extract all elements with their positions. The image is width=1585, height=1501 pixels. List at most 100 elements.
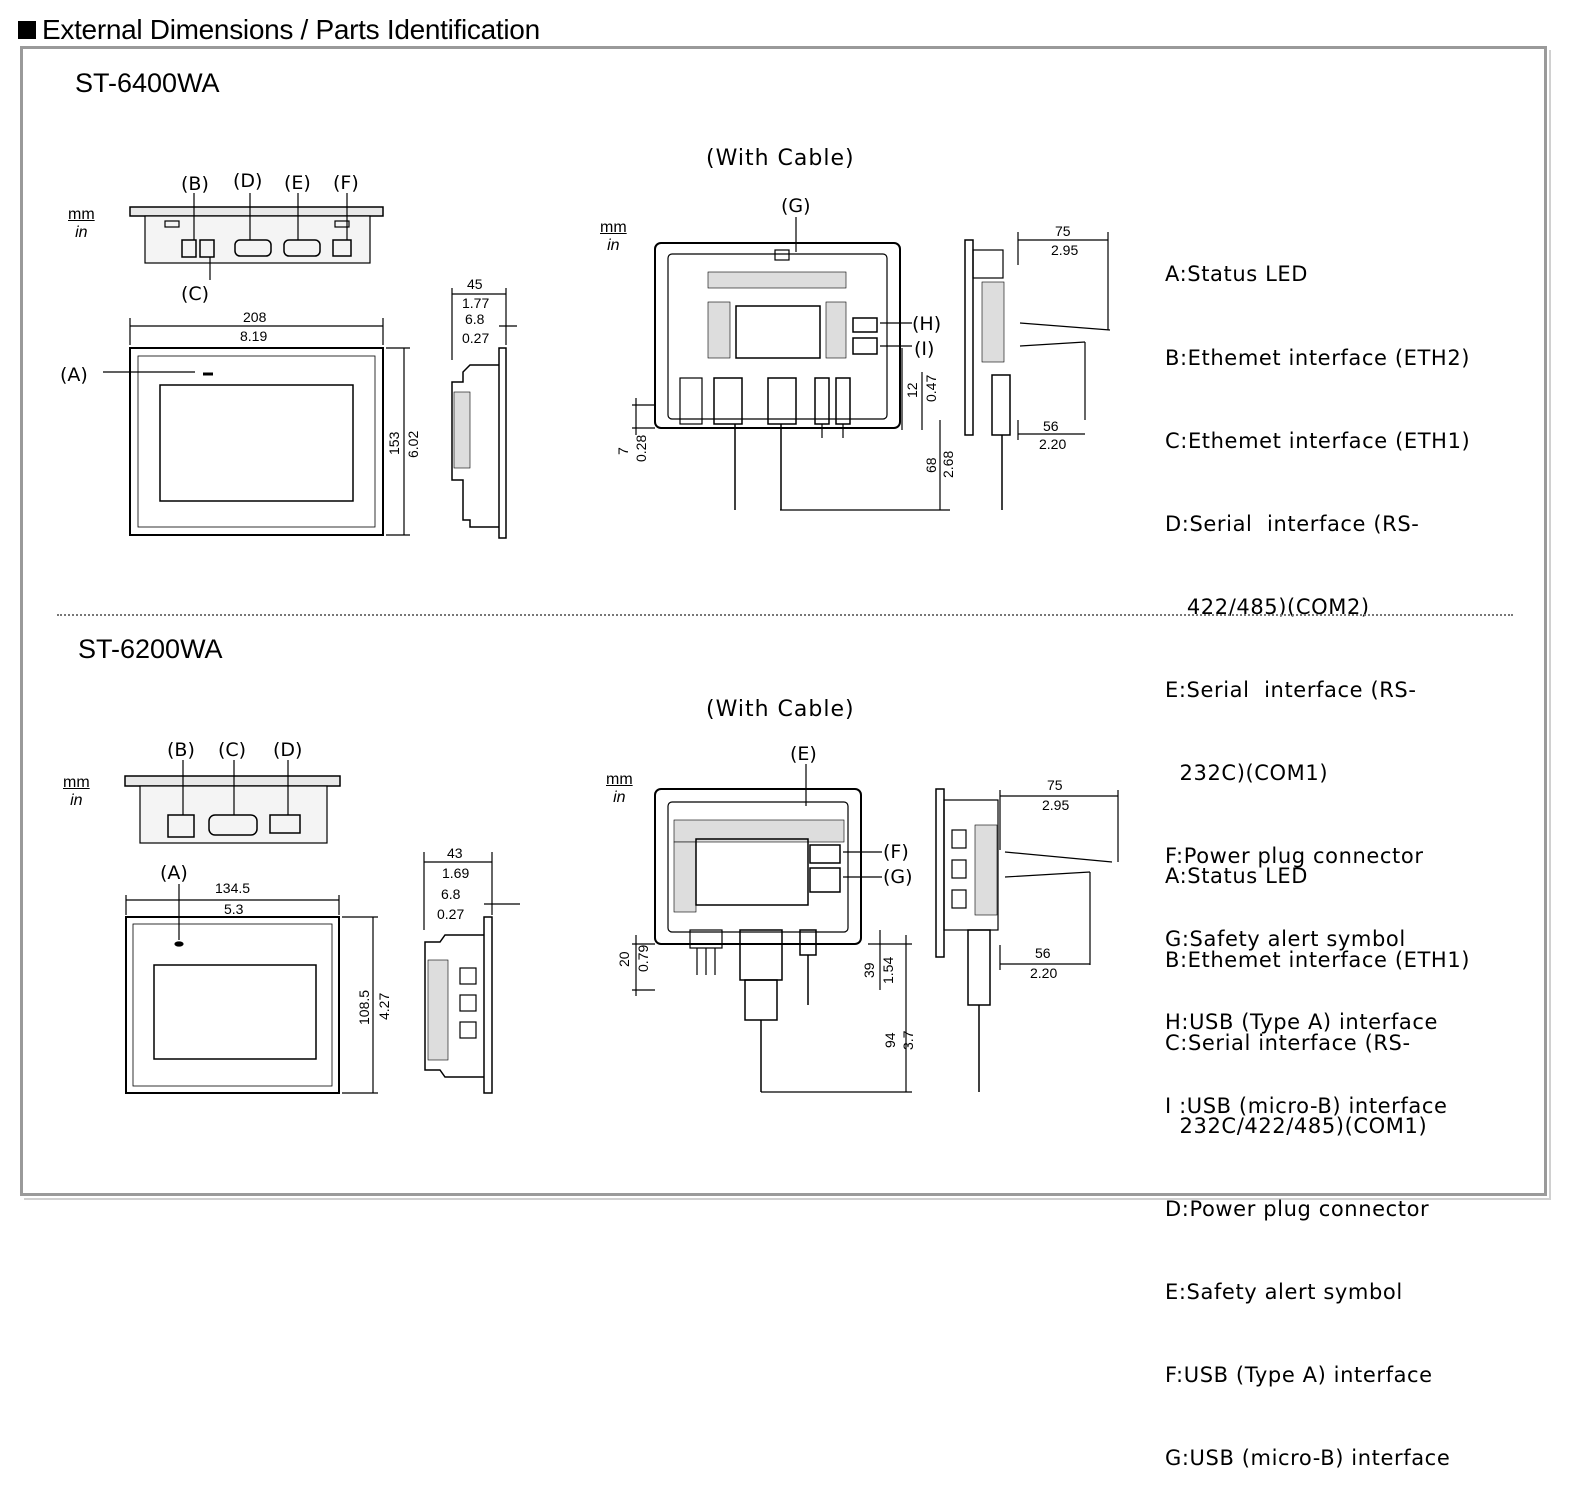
- square-bullet-icon: [18, 21, 36, 39]
- dim-conn-mm: 12: [904, 382, 920, 398]
- dim-conn-mm: 20: [616, 951, 632, 967]
- legend-item: H:USB (Type A) interface: [1165, 1010, 1439, 1035]
- dim-bezel-mm: 6.8: [441, 886, 461, 902]
- callout-e: (E): [790, 743, 817, 765]
- dim-width-mm: 208: [243, 309, 267, 325]
- st6200-rear-view: [632, 764, 912, 1093]
- dim-side-in: 2.20: [1039, 436, 1066, 452]
- unit-mm: mm: [606, 771, 633, 788]
- dim-width-in: 5.3: [224, 901, 244, 917]
- unit-mm: mm: [68, 206, 95, 223]
- callout-f: (F): [883, 841, 909, 863]
- legend-item: E:Serial interface (RS-: [1165, 677, 1417, 702]
- dim-height-in: 6.02: [405, 431, 421, 458]
- callout-g: (G): [781, 195, 811, 217]
- legend-item: D:Power plug connector: [1165, 1196, 1430, 1221]
- legend-item: C:Serial interface (RS-: [1165, 1030, 1411, 1055]
- parts-legend-st6400wa: A:Status LED B:Ethemet interface (ETH2) …: [1165, 206, 1470, 1148]
- dim-bottom-in: 0.28: [633, 435, 649, 462]
- dim-mid-in: 1.54: [880, 957, 896, 984]
- st6200-top-view: [124, 760, 341, 844]
- st6400-rear-view: [632, 217, 950, 511]
- unit-label: mm in: [68, 206, 95, 242]
- st6200-front-view: [125, 884, 378, 1094]
- dim-bezel-mm: 6.8: [465, 311, 485, 327]
- dim-cable-depth-in: 2.95: [1042, 797, 1069, 813]
- dim-height-in: 4.27: [376, 993, 392, 1020]
- content-frame: [20, 46, 1547, 1196]
- unit-in: in: [70, 792, 83, 809]
- dim-depth-in: 1.69: [442, 865, 469, 881]
- dim-bezel-in: 0.27: [437, 906, 464, 922]
- unit-in: in: [75, 224, 88, 241]
- model-name-st6400wa: ST-6400WA: [75, 68, 220, 98]
- legend-item: F:Power plug connector: [1165, 844, 1424, 869]
- dim-cable-len-in: 2.68: [940, 451, 956, 478]
- dim-conn-in: 0.47: [923, 375, 939, 402]
- dim-side-in: 2.20: [1030, 965, 1057, 981]
- dim-side-mm: 56: [1035, 945, 1051, 961]
- legend-item: B:Ethemet interface (ETH1): [1165, 947, 1471, 972]
- dim-cable-depth-in: 2.95: [1051, 242, 1078, 258]
- callout-c: (C): [218, 739, 246, 761]
- callout-a: (A): [160, 862, 188, 884]
- dim-height-mm: 108.5: [356, 990, 372, 1025]
- unit-label: mm in: [600, 219, 627, 255]
- callout-d: (D): [273, 739, 302, 761]
- legend-item: D:Serial interface (RS-: [1165, 511, 1420, 536]
- dim-cable-len-mm: 68: [923, 457, 939, 473]
- dim-cable-depth-mm: 75: [1055, 223, 1071, 239]
- dim-conn-in: 0.79: [635, 945, 651, 972]
- unit-mm: mm: [600, 219, 627, 236]
- legend-item: A:Status LED: [1165, 262, 1309, 287]
- callout-h: (H): [912, 313, 941, 335]
- technical-drawings: (B) (D) (E) (F) (C) (A) 208 8.19 153 6.0…: [60, 170, 1119, 1094]
- frame-shadow: [24, 50, 1551, 1200]
- section-title: External Dimensions / Parts Identificati…: [18, 12, 540, 48]
- dim-width-mm: 134.5: [215, 880, 250, 896]
- dim-cable-depth-mm: 75: [1047, 777, 1063, 793]
- legend-item: A:Status LED: [1165, 864, 1309, 889]
- dim-bezel-in: 0.27: [462, 330, 489, 346]
- legend-item: I :USB (micro-B) interface: [1165, 1093, 1448, 1118]
- dim-width-in: 8.19: [240, 328, 267, 344]
- model-name-st6200wa: ST-6200WA: [78, 634, 223, 664]
- legend-item: 232C)(COM1): [1165, 761, 1329, 786]
- legend-item: E:Safety alert symbol: [1165, 1279, 1403, 1304]
- legend-item: G:Safety alert symbol: [1165, 927, 1406, 952]
- page-title: External Dimensions / Parts Identificati…: [42, 14, 540, 45]
- with-cable-label: (With Cable): [706, 146, 855, 171]
- callout-b: (B): [181, 173, 209, 195]
- callout-e: (E): [284, 172, 311, 194]
- callout-a: (A): [60, 364, 88, 386]
- legend-item: 232C/422/485)(COM1): [1165, 1113, 1428, 1138]
- dim-cable-len-mm: 94: [882, 1032, 898, 1048]
- st6400-front-view: [103, 318, 410, 536]
- st6400-side-view: [451, 288, 517, 539]
- legend-item: G:USB (micro-B) interface: [1165, 1446, 1451, 1471]
- st6400-top-view: [129, 193, 384, 280]
- st6200-side-cable-view: [935, 788, 1119, 1092]
- callout-g: (G): [883, 866, 913, 888]
- dim-height-mm: 153: [386, 431, 402, 455]
- dim-cable-len-in: 3.7: [900, 1030, 916, 1050]
- st6200-side-view: [423, 852, 520, 1094]
- section-divider: [57, 614, 1513, 616]
- legend-item: B:Ethemet interface (ETH2): [1165, 345, 1471, 370]
- unit-mm: mm: [63, 774, 90, 791]
- legend-item: F:USB (Type A) interface: [1165, 1363, 1433, 1388]
- unit-label: mm in: [63, 774, 90, 810]
- legend-item: C:Ethemet interface (ETH1): [1165, 428, 1471, 453]
- unit-label: mm in: [606, 771, 633, 807]
- with-cable-label: (With Cable): [706, 697, 855, 722]
- callout-i: (I): [914, 338, 934, 360]
- dim-depth-in: 1.77: [462, 295, 489, 311]
- dim-bottom-mm: 7: [615, 447, 631, 455]
- dim-depth-mm: 45: [467, 276, 483, 292]
- dim-depth-mm: 43: [447, 845, 463, 861]
- unit-in: in: [613, 789, 626, 806]
- dim-mid-mm: 39: [861, 962, 877, 978]
- st6400-side-cable-view: [964, 232, 1111, 510]
- callout-c: (C): [181, 283, 209, 305]
- callout-b: (B): [167, 739, 195, 761]
